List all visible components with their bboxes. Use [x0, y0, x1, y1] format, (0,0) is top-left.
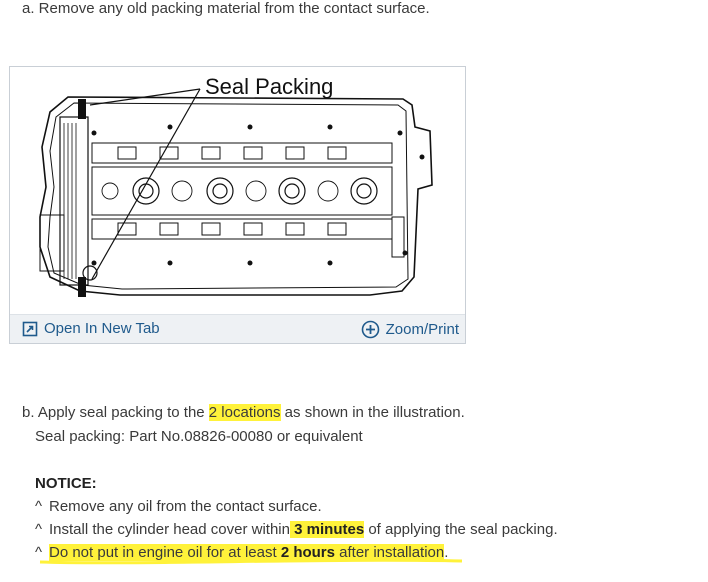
notice-line-2-before: Install the cylinder head cover within: [49, 521, 290, 538]
bullet-caret: ^: [35, 521, 43, 538]
cylinder-head-illustration[interactable]: Seal Packing: [10, 67, 465, 315]
notice-line-3-before: Do not put in engine oil for at least: [49, 544, 281, 561]
bullet-caret: ^: [35, 498, 43, 515]
notice-title: NOTICE:: [35, 475, 97, 492]
zoom-plus-icon: [361, 320, 379, 339]
notice-line-3: ^ Do not put in engine oil for at least 2…: [35, 544, 449, 561]
open-new-tab-icon: [22, 321, 38, 336]
step-b-highlight: 2 locations: [208, 404, 281, 421]
seal-packing-callout: Seal Packing: [205, 74, 333, 99]
notice-line-1-text: Remove any oil from the contact surface.: [49, 498, 322, 515]
step-b-text: b. Apply seal packing to the 2 locations…: [22, 404, 465, 422]
open-in-new-tab-label: Open In New Tab: [44, 320, 160, 337]
illustration-figure: Seal Packing Open In New Tab Zoom/Print: [9, 66, 466, 344]
step-a-text: a. Remove any old packing material from …: [22, 0, 430, 17]
step-b-before: b. Apply seal packing to the: [22, 404, 209, 421]
notice-line-3-highlight-a: Do not put in engine oil for at least 2 …: [49, 544, 445, 561]
marker-underline: [39, 558, 463, 565]
notice-line-2: ^Install the cylinder head cover within …: [35, 521, 558, 539]
notice-line-3-bold: 2 hours: [280, 544, 335, 561]
bullet-caret: ^: [35, 544, 43, 561]
zoom-print-label: Zoom/Print: [385, 321, 459, 338]
step-b-after: as shown in the illustration.: [280, 404, 465, 421]
open-in-new-tab-link[interactable]: Open In New Tab: [22, 320, 160, 337]
zoom-print-link[interactable]: Zoom/Print: [361, 320, 459, 339]
notice-line-3-after: after installation: [335, 544, 445, 561]
notice-line-2-highlight: 3 minutes: [289, 521, 365, 538]
seal-packing-spec: Seal packing: Part No.08826-00080 or equ…: [35, 428, 363, 445]
figure-toolbar: Open In New Tab Zoom/Print: [10, 314, 465, 343]
notice-line-1: ^ Remove any oil from the contact surface…: [35, 498, 322, 516]
notice-line-2-after: of applying the seal packing.: [364, 521, 558, 538]
